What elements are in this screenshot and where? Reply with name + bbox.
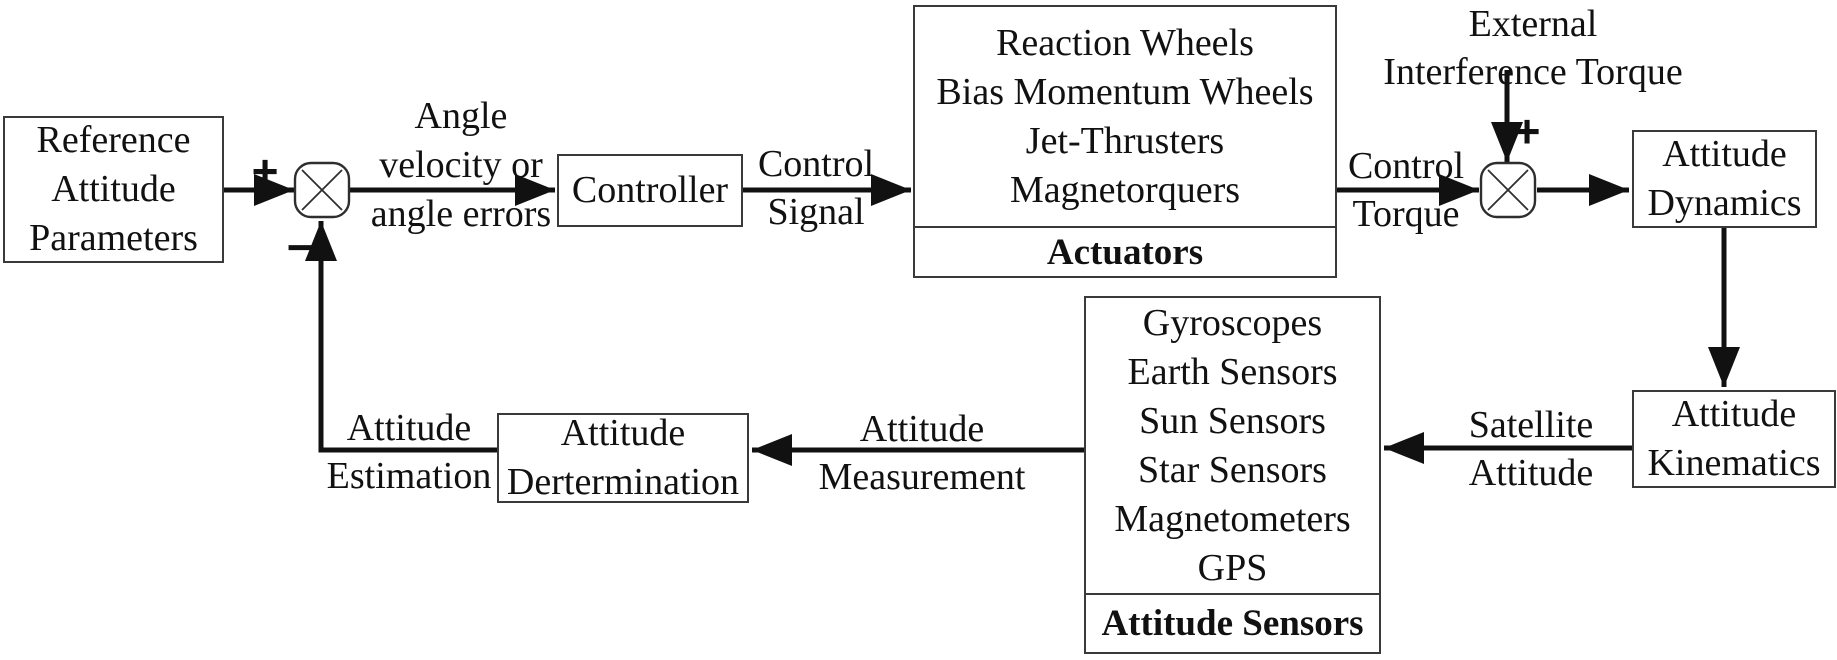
sensor-item: Gyroscopes [1142,301,1323,344]
sum1-minus-sign: − [286,221,314,273]
control-torque-label: Control Torque [1347,145,1465,235]
attitude-estimation-label: Attitude Estimation [326,407,492,497]
actuator-item: Reaction Wheels [996,21,1254,64]
angle-error-label: Angle velocity or angle errors [370,95,552,235]
attitude-sensors-block: Gyroscopes Earth Sensors Sun Sensors Sta… [1084,296,1381,654]
external-interference-torque-label: External Interference Torque [1383,3,1683,93]
block-line: Parameters [29,217,198,259]
attitude-determination-block: Attitude Dertermination [497,412,749,503]
summing-junction-disturbance [1479,161,1537,219]
sum2-plus-sign: + [1513,105,1541,157]
actuator-item: Jet-Thrusters [1025,119,1225,162]
control-signal-label: Control Signal [757,143,875,233]
actuators-block: Reaction Wheels Bias Momentum Wheels Jet… [913,5,1337,278]
reference-attitude-parameters-block: Reference Attitude Parameters [3,116,224,263]
block-line: Kinematics [1647,442,1821,484]
attitude-kinematics-block: Attitude Kinematics [1632,390,1836,488]
summing-junction-input [293,161,351,219]
actuator-item: Magnetorquers [1009,168,1241,211]
arrow-feedback-to-sum1 [305,221,497,453]
sensor-item: Sun Sensors [1139,399,1326,442]
block-line: Attitude [51,168,176,210]
sensor-item: Magnetometers [1114,497,1351,540]
sensor-items: Gyroscopes Earth Sensors Sun Sensors Sta… [1086,298,1379,593]
controller-block: Controller [557,154,743,227]
attitude-measurement-label: Attitude Measurement [818,408,1026,498]
block-line: Dynamics [1647,182,1802,224]
attitude-sensors-title: Attitude Sensors [1086,593,1379,652]
block-line: Dertermination [506,461,740,503]
attitude-dynamics-block: Attitude Dynamics [1632,130,1817,228]
block-line: Attitude [1671,393,1797,435]
actuator-item: Bias Momentum Wheels [936,70,1314,113]
actuators-items: Reaction Wheels Bias Momentum Wheels Jet… [915,7,1335,226]
sensor-item: Earth Sensors [1127,350,1338,393]
block-line: Attitude [1662,133,1787,175]
block-line: Controller [571,169,729,211]
block-line: Attitude [560,412,686,454]
sensor-item: Star Sensors [1138,448,1327,491]
sensor-item: GPS [1197,546,1268,589]
satellite-attitude-label: Satellite Attitude [1468,404,1594,494]
block-line: Reference [36,119,191,161]
sum1-plus-sign: + [251,145,279,197]
actuators-title: Actuators [915,226,1335,276]
